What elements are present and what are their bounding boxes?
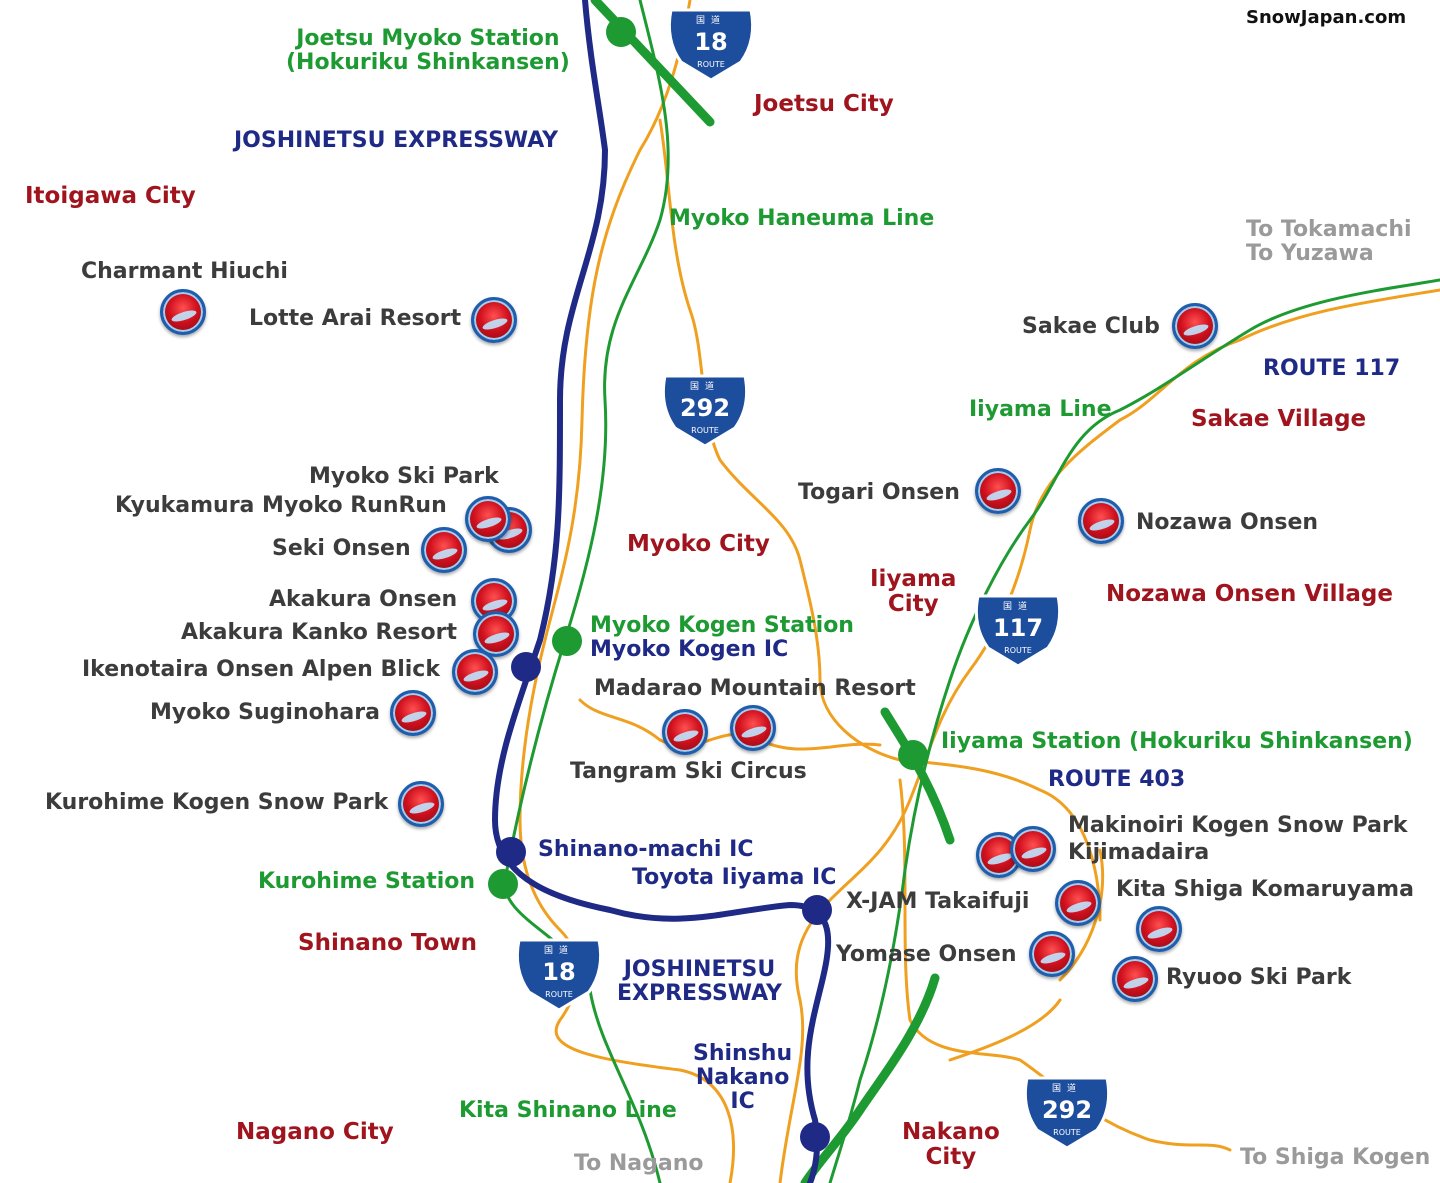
ic-shinano-machi: Shinano-machi IC [538, 837, 754, 862]
resort-icon-togari[interactable] [975, 468, 1021, 514]
resort-icon-tangram[interactable] [662, 709, 708, 755]
shinano-machi-ic-dot [496, 837, 526, 867]
resort-icon-seki[interactable] [421, 527, 467, 573]
route18-road [518, 0, 735, 1183]
resort-label-lotte[interactable]: Lotte Arai Resort [249, 306, 462, 331]
city-iiyama: Iiyama City [870, 566, 957, 617]
shield-shape-r117 [974, 594, 1062, 668]
kurohime-station-dot [488, 869, 518, 899]
resort-icon-kyukamura[interactable] [465, 496, 511, 542]
resort-icon-nozawa-onsen[interactable] [1078, 498, 1124, 544]
route292-road [658, 118, 1102, 922]
city-myoko: Myoko City [627, 531, 770, 557]
route-shield-117: 国道 117 ROUTE [992, 602, 1044, 655]
city-nozawa: Nozawa Onsen Village [1106, 581, 1393, 607]
line-iiyama: Iiyama Line [969, 397, 1112, 422]
road-route403: ROUTE 403 [1048, 767, 1186, 792]
resort-icon-komaruyama[interactable] [1136, 906, 1182, 952]
resort-label-kijimadaira[interactable]: Kijimadaira [1068, 840, 1210, 865]
iiyama-line [828, 278, 1440, 1183]
resort-label-myoko-ski-park[interactable]: Myoko Ski Park [309, 464, 499, 489]
ic-toyota-iiyama: Toyota Iiyama IC [632, 865, 837, 890]
resort-icon-kijimadaira[interactable] [1010, 826, 1056, 872]
resort-label-kyukamura[interactable]: Kyukamura Myoko RunRun [115, 493, 447, 518]
dest-tokamachi-yuzawa: To Tokamachi To Yuzawa [1246, 217, 1412, 266]
resort-icon-charmant[interactable] [160, 289, 206, 335]
resort-label-suginohara[interactable]: Myoko Suginohara [150, 700, 380, 725]
resort-icon-ryuoo[interactable] [1112, 956, 1158, 1002]
station-kurohime: Kurohime Station [258, 869, 476, 894]
station-joetsu-myoko: Joetsu Myoko Station (Hokuriku Shinkanse… [286, 26, 570, 75]
line-kita-shinano: Kita Shinano Line [459, 1098, 677, 1123]
city-joetsu: Joetsu City [754, 91, 894, 117]
city-nagano: Nagano City [236, 1119, 394, 1145]
resort-icon-yomase[interactable] [1029, 931, 1075, 977]
city-nakano: Nakano City [902, 1119, 1000, 1170]
resort-icon-suginohara[interactable] [390, 690, 436, 736]
myoko-kogen-station-dot [552, 626, 582, 656]
joshinetsu-expressway [491, 0, 832, 1183]
route-shield-18-north: 国道 18 ROUTE [694, 16, 728, 69]
resort-label-tangram[interactable]: Tangram Ski Circus [570, 759, 807, 784]
resort-label-ryuoo[interactable]: Ryuoo Ski Park [1166, 965, 1352, 990]
city-sakae: Sakae Village [1191, 406, 1367, 432]
resort-label-ikenotaira[interactable]: Ikenotaira Onsen Alpen Blick [82, 657, 440, 682]
myoko-kogen-ic-dot [511, 652, 541, 682]
resort-label-sakae-club[interactable]: Sakae Club [1022, 314, 1160, 339]
resort-label-akakura-onsen[interactable]: Akakura Onsen [269, 587, 458, 612]
route-shield-292-south: 国道 292 ROUTE [1041, 1084, 1093, 1137]
toyota-iiyama-ic-dot [802, 895, 832, 925]
resort-label-yomase[interactable]: Yomase Onsen [836, 942, 1017, 967]
resort-icon-ikenotaira[interactable] [452, 649, 498, 695]
iiyama-station-dot [898, 740, 928, 770]
resort-icon-lotte[interactable] [471, 297, 517, 343]
resort-icon-xjam[interactable] [1055, 880, 1101, 926]
line-haneuma: Myoko Haneuma Line [669, 206, 935, 231]
route-shield-18-south: 国道 18 ROUTE [542, 946, 576, 999]
resort-label-nozawa-onsen[interactable]: Nozawa Onsen [1136, 510, 1319, 535]
road-route117: ROUTE 117 [1263, 356, 1401, 381]
ic-myoko-kogen: Myoko Kogen IC [590, 637, 789, 662]
city-itoigawa: Itoigawa City [25, 183, 196, 209]
resort-label-komaruyama[interactable]: Kita Shiga Komaruyama [1116, 877, 1414, 902]
dest-shiga-kogen: To Shiga Kogen [1240, 1145, 1431, 1170]
shield-shape-r292-mid [661, 374, 749, 448]
resort-label-seki[interactable]: Seki Onsen [272, 536, 411, 561]
shield-shape-r18-south [515, 938, 603, 1012]
resort-label-madarao[interactable]: Madarao Mountain Resort [594, 676, 916, 701]
station-myoko-kogen: Myoko Kogen Station [590, 613, 854, 638]
resort-label-charmant[interactable]: Charmant Hiuchi [81, 259, 288, 284]
station-iiyama: Iiyama Station (Hokuriku Shinkansen) [941, 729, 1413, 754]
shinkansen-south [800, 973, 940, 1183]
ic-shinshu-nakano: Shinshu Nakano IC [693, 1041, 793, 1114]
shield-shape-r18-north [667, 8, 755, 82]
resort-icon-madarao[interactable] [730, 705, 776, 751]
road-expressway-north: JOSHINETSU EXPRESSWAY [234, 128, 559, 153]
brand-logo-text: SnowJapan.com [1246, 7, 1407, 28]
dest-to-nagano: To Nagano [574, 1151, 704, 1176]
route-shield-292-mid: 国道 292 ROUTE [679, 382, 731, 435]
joetsu-myoko-station-dot [606, 17, 636, 47]
shinshu-nakano-ic-dot [800, 1122, 830, 1152]
resort-label-akakura-kanko[interactable]: Akakura Kanko Resort [181, 620, 457, 645]
city-shinano: Shinano Town [298, 930, 477, 956]
resort-label-makinoiri[interactable]: Makinoiri Kogen Snow Park [1068, 813, 1408, 838]
shield-shape-r292-south [1023, 1076, 1111, 1150]
resort-icon-sakae-club[interactable] [1172, 303, 1218, 349]
resort-label-xjam[interactable]: X-JAM Takaifuji [846, 889, 1030, 914]
route403-road [898, 778, 1232, 1152]
road-expressway-south: JOSHINETSU EXPRESSWAY [617, 957, 782, 1006]
shiga-road [948, 848, 1105, 1062]
resort-label-togari[interactable]: Togari Onsen [798, 480, 960, 505]
madarao-road [578, 698, 882, 751]
resort-label-kurohime[interactable]: Kurohime Kogen Snow Park [45, 790, 389, 815]
resort-icon-kurohime[interactable] [398, 781, 444, 827]
